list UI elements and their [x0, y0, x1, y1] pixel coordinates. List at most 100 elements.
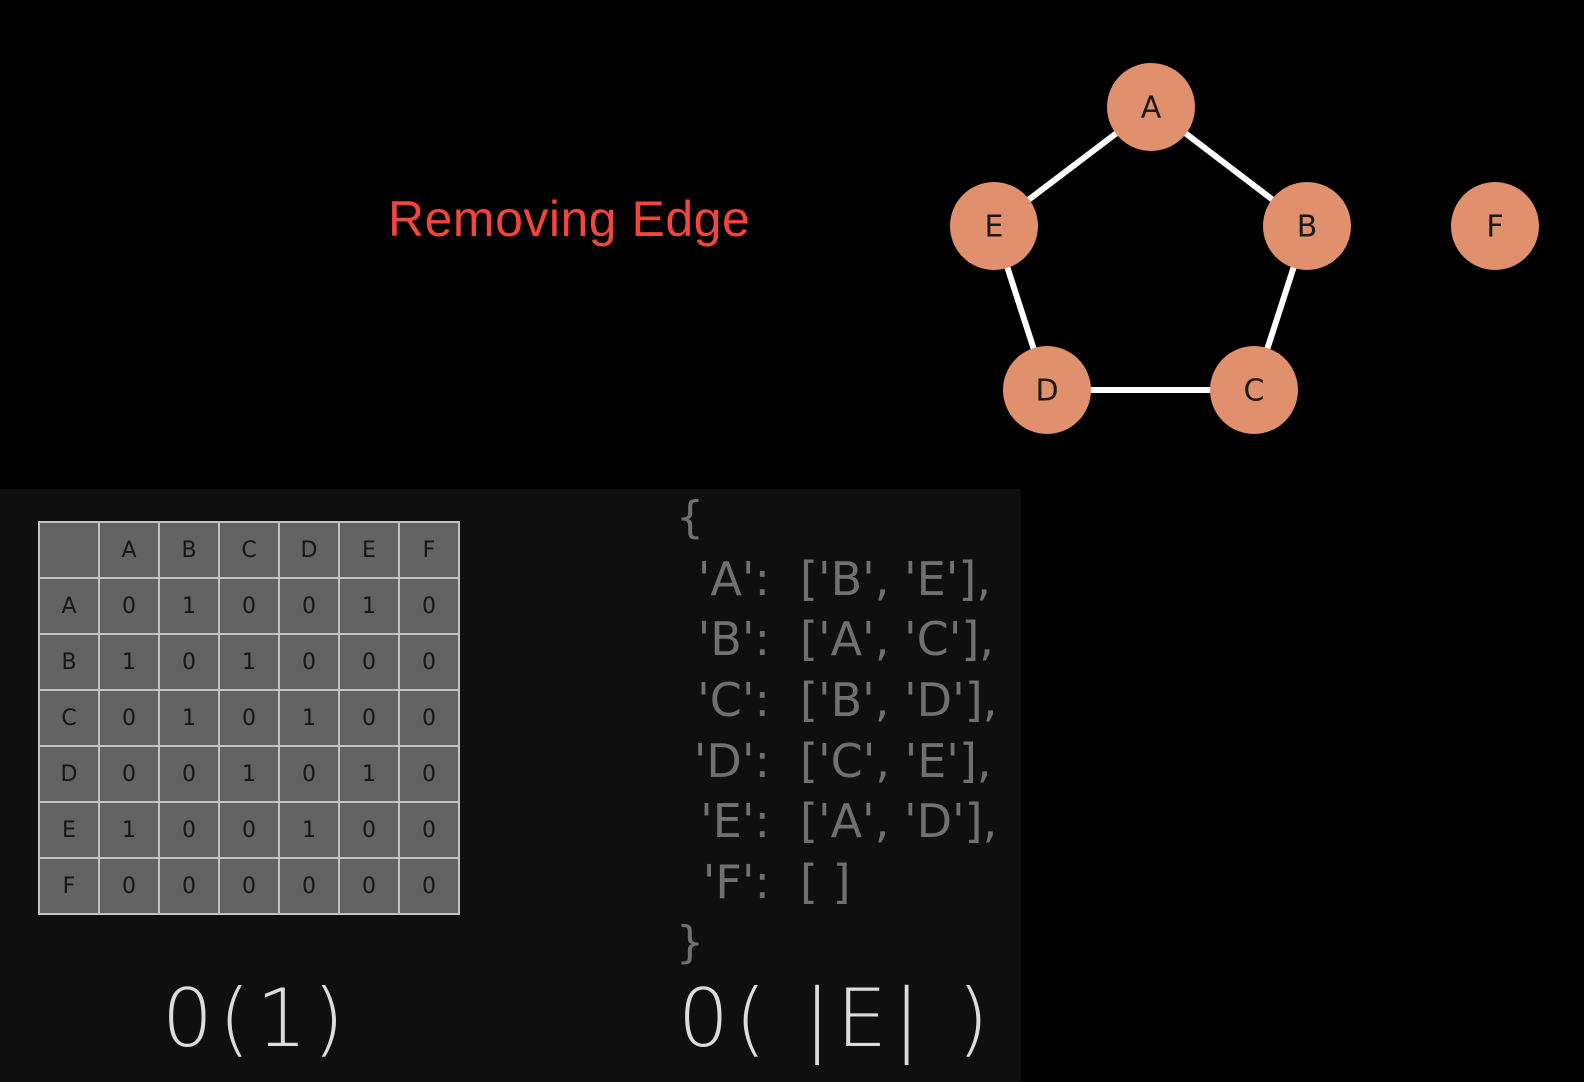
list-entry: 'C': ['B', 'D'], — [676, 670, 997, 731]
matrix-cell: 1 — [98, 633, 160, 691]
list-entry-key: 'D': — [693, 733, 770, 788]
adjacency-list: { 'A': ['B', 'E'], 'B': ['A', 'C'], 'C': ['B',… — [676, 488, 997, 974]
matrix-corner-cell — [38, 521, 100, 579]
list-complexity-label: 0( |E| ) — [678, 972, 995, 1065]
list-entry-key: 'B': — [697, 612, 770, 667]
node-label-C: C — [1244, 374, 1265, 409]
list-entry-key: 'F': — [702, 855, 770, 910]
list-entry-value: [ ] — [800, 855, 851, 910]
matrix-cell: 0 — [338, 633, 400, 691]
list-entry-value: ['A', 'D'], — [800, 794, 998, 849]
node-A: A — [1107, 63, 1195, 151]
matrix-cell: 0 — [98, 745, 160, 803]
matrix-cell: 0 — [278, 633, 340, 691]
matrix-row-header-F: F — [38, 857, 100, 915]
slide-title: Removing Edge — [388, 191, 751, 247]
node-label-D: D — [1035, 374, 1058, 409]
matrix-cell: 1 — [158, 689, 220, 747]
matrix-cell: 0 — [218, 689, 280, 747]
matrix-cell: 1 — [158, 577, 220, 635]
matrix-cell: 0 — [278, 857, 340, 915]
matrix-cell: 0 — [98, 857, 160, 915]
list-entry-value: ['A', 'C'], — [800, 612, 994, 667]
node-circle-C — [1210, 346, 1298, 434]
node-circle-D — [1003, 346, 1091, 434]
list-entry: 'A': ['B', 'E'], — [676, 549, 997, 610]
node-label-A: A — [1141, 91, 1162, 126]
matrix-col-header-A: A — [98, 521, 160, 579]
node-circle-E — [950, 182, 1038, 270]
list-close-brace: } — [676, 916, 704, 968]
matrix-cell: 0 — [338, 857, 400, 915]
matrix-cell: 1 — [278, 801, 340, 859]
matrix-row-header-E: E — [38, 801, 100, 859]
matrix-cell: 0 — [158, 801, 220, 859]
matrix-cell: 0 — [338, 801, 400, 859]
matrix-col-header-E: E — [338, 521, 400, 579]
node-label-B: B — [1297, 210, 1318, 245]
matrix-cell: 0 — [158, 745, 220, 803]
list-entry-value: ['B', 'D'], — [800, 673, 998, 728]
list-entry: 'B': ['A', 'C'], — [676, 609, 997, 670]
matrix-complexity-label: 0(1) — [162, 972, 351, 1065]
matrix-cell: 1 — [338, 577, 400, 635]
list-entry-value: ['C', 'E'], — [800, 733, 992, 788]
node-label-F: F — [1486, 210, 1503, 245]
matrix-cell: 0 — [338, 689, 400, 747]
node-circle-B — [1263, 182, 1351, 270]
matrix-cell: 0 — [398, 689, 460, 747]
matrix-cell: 0 — [158, 857, 220, 915]
matrix-cell: 0 — [218, 801, 280, 859]
matrix-row-header-A: A — [38, 577, 100, 635]
matrix-cell: 0 — [398, 801, 460, 859]
list-entry: 'F': [ ] — [676, 852, 997, 913]
matrix-col-header-C: C — [218, 521, 280, 579]
matrix-cell: 1 — [338, 745, 400, 803]
matrix-cell: 0 — [158, 633, 220, 691]
list-entry-key: 'C': — [697, 673, 770, 728]
graph-diagram: A B C D E F — [950, 63, 1539, 434]
list-open-brace: { — [676, 492, 704, 543]
node-D: D — [1003, 346, 1091, 434]
matrix-cell: 0 — [218, 577, 280, 635]
matrix-cell: 0 — [278, 745, 340, 803]
list-entry-key: 'E': — [700, 794, 770, 849]
node-label-E: E — [985, 210, 1004, 245]
matrix-cell: 1 — [278, 689, 340, 747]
matrix-col-header-D: D — [278, 521, 340, 579]
list-entry: 'E': ['A', 'D'], — [676, 791, 997, 852]
matrix-row-header-D: D — [38, 745, 100, 803]
node-B: B — [1263, 182, 1351, 270]
matrix-cell: 0 — [398, 745, 460, 803]
matrix-row-header-B: B — [38, 633, 100, 691]
node-circle-A — [1107, 63, 1195, 151]
matrix-cell: 0 — [218, 857, 280, 915]
matrix-cell: 1 — [218, 745, 280, 803]
list-entry: 'D': ['C', 'E'], — [676, 731, 997, 792]
matrix-cell: 0 — [398, 577, 460, 635]
matrix-col-header-F: F — [398, 521, 460, 579]
matrix-cell: 0 — [398, 633, 460, 691]
node-F: F — [1451, 182, 1539, 270]
matrix-cell: 1 — [218, 633, 280, 691]
matrix-cell: 0 — [98, 689, 160, 747]
matrix-cell: 1 — [98, 801, 160, 859]
list-entry-value: ['B', 'E'], — [800, 551, 991, 606]
node-E: E — [950, 182, 1038, 270]
matrix-row-header-C: C — [38, 689, 100, 747]
matrix-col-header-B: B — [158, 521, 220, 579]
matrix-cell: 0 — [398, 857, 460, 915]
node-circle-F — [1451, 182, 1539, 270]
node-C: C — [1210, 346, 1298, 434]
matrix-cell: 0 — [98, 577, 160, 635]
list-entry-key: 'A': — [697, 551, 770, 606]
